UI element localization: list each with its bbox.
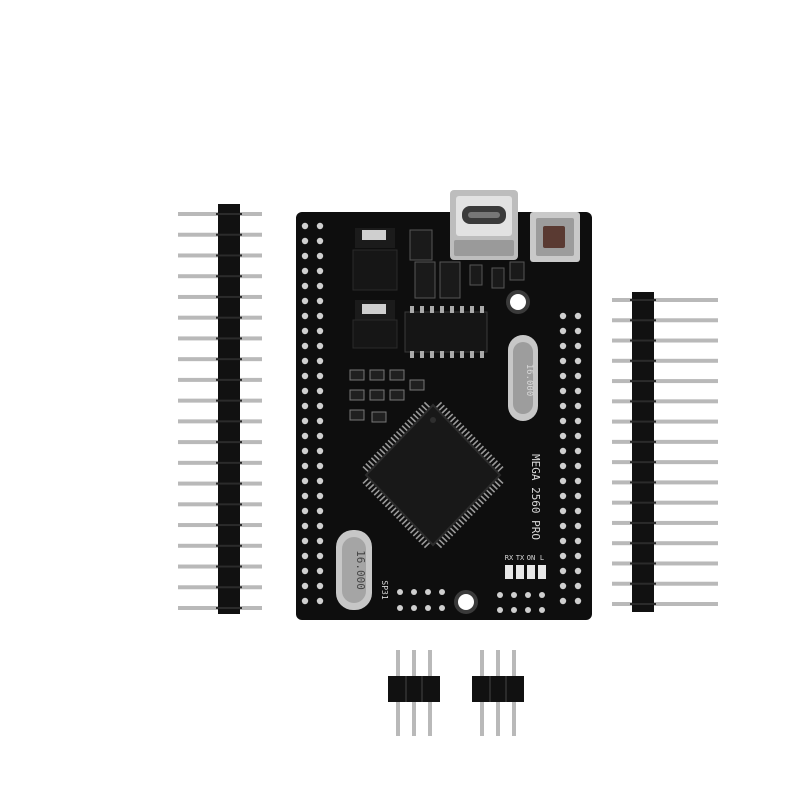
led-label-l: L xyxy=(540,554,544,562)
header-pin xyxy=(612,298,718,302)
pcb-holes-right xyxy=(559,312,582,605)
header-pin xyxy=(612,460,718,465)
crystal-oscillator-right: 16.000 xyxy=(508,335,538,421)
mega-2560-pro-board: 16.000 16.000 MEGA 2560 PRO SP31 RX TX O… xyxy=(296,190,592,620)
board-marking-label: SP31 xyxy=(380,580,389,599)
reset-button xyxy=(530,212,580,262)
header-plastic xyxy=(388,676,440,702)
header-pin xyxy=(612,379,718,384)
header-pin xyxy=(612,500,718,505)
header-pin xyxy=(612,602,718,606)
header-pin xyxy=(612,419,718,424)
mounting-hole-bottom xyxy=(454,590,478,614)
header-plastic xyxy=(632,292,654,612)
board-model-label: MEGA 2560 PRO xyxy=(529,454,542,540)
atmega2560-mcu xyxy=(362,401,504,549)
crystal-oscillator-bottom: 16.000 xyxy=(336,530,372,610)
header-pin xyxy=(612,581,718,586)
header-pin xyxy=(612,318,718,323)
header-pin xyxy=(612,338,718,343)
header-pin xyxy=(612,541,718,546)
pcb-holes-bottom xyxy=(397,589,545,613)
header-pin xyxy=(612,439,718,444)
header-plastic xyxy=(472,676,524,702)
small-pin-header-2 xyxy=(472,650,524,736)
header-pin xyxy=(612,399,718,404)
led-label-tx: TX xyxy=(516,554,525,562)
header-plastic xyxy=(218,204,240,614)
crystal-bottom-label: 16.000 xyxy=(354,550,367,590)
mounting-hole-top xyxy=(506,290,530,314)
small-pin-header-1 xyxy=(388,650,440,736)
led-label-on: ON xyxy=(527,554,535,562)
usb-c-connector xyxy=(450,190,518,260)
pcb-holes-left xyxy=(301,222,324,605)
right-pin-header xyxy=(612,292,718,612)
usb-serial-chip xyxy=(404,306,488,358)
header-pin xyxy=(612,358,718,363)
header-pin xyxy=(612,480,718,485)
led-label-rx: RX xyxy=(505,554,514,562)
smd-components xyxy=(349,229,525,423)
header-pin xyxy=(612,561,718,566)
status-leds: RX TX ON L xyxy=(505,554,546,579)
header-pin xyxy=(612,520,718,525)
voltage-regulator-1 xyxy=(352,228,398,291)
voltage-regulator-2 xyxy=(352,300,398,349)
crystal-right-label: 16.000 xyxy=(524,364,534,397)
left-pin-header xyxy=(178,204,262,614)
